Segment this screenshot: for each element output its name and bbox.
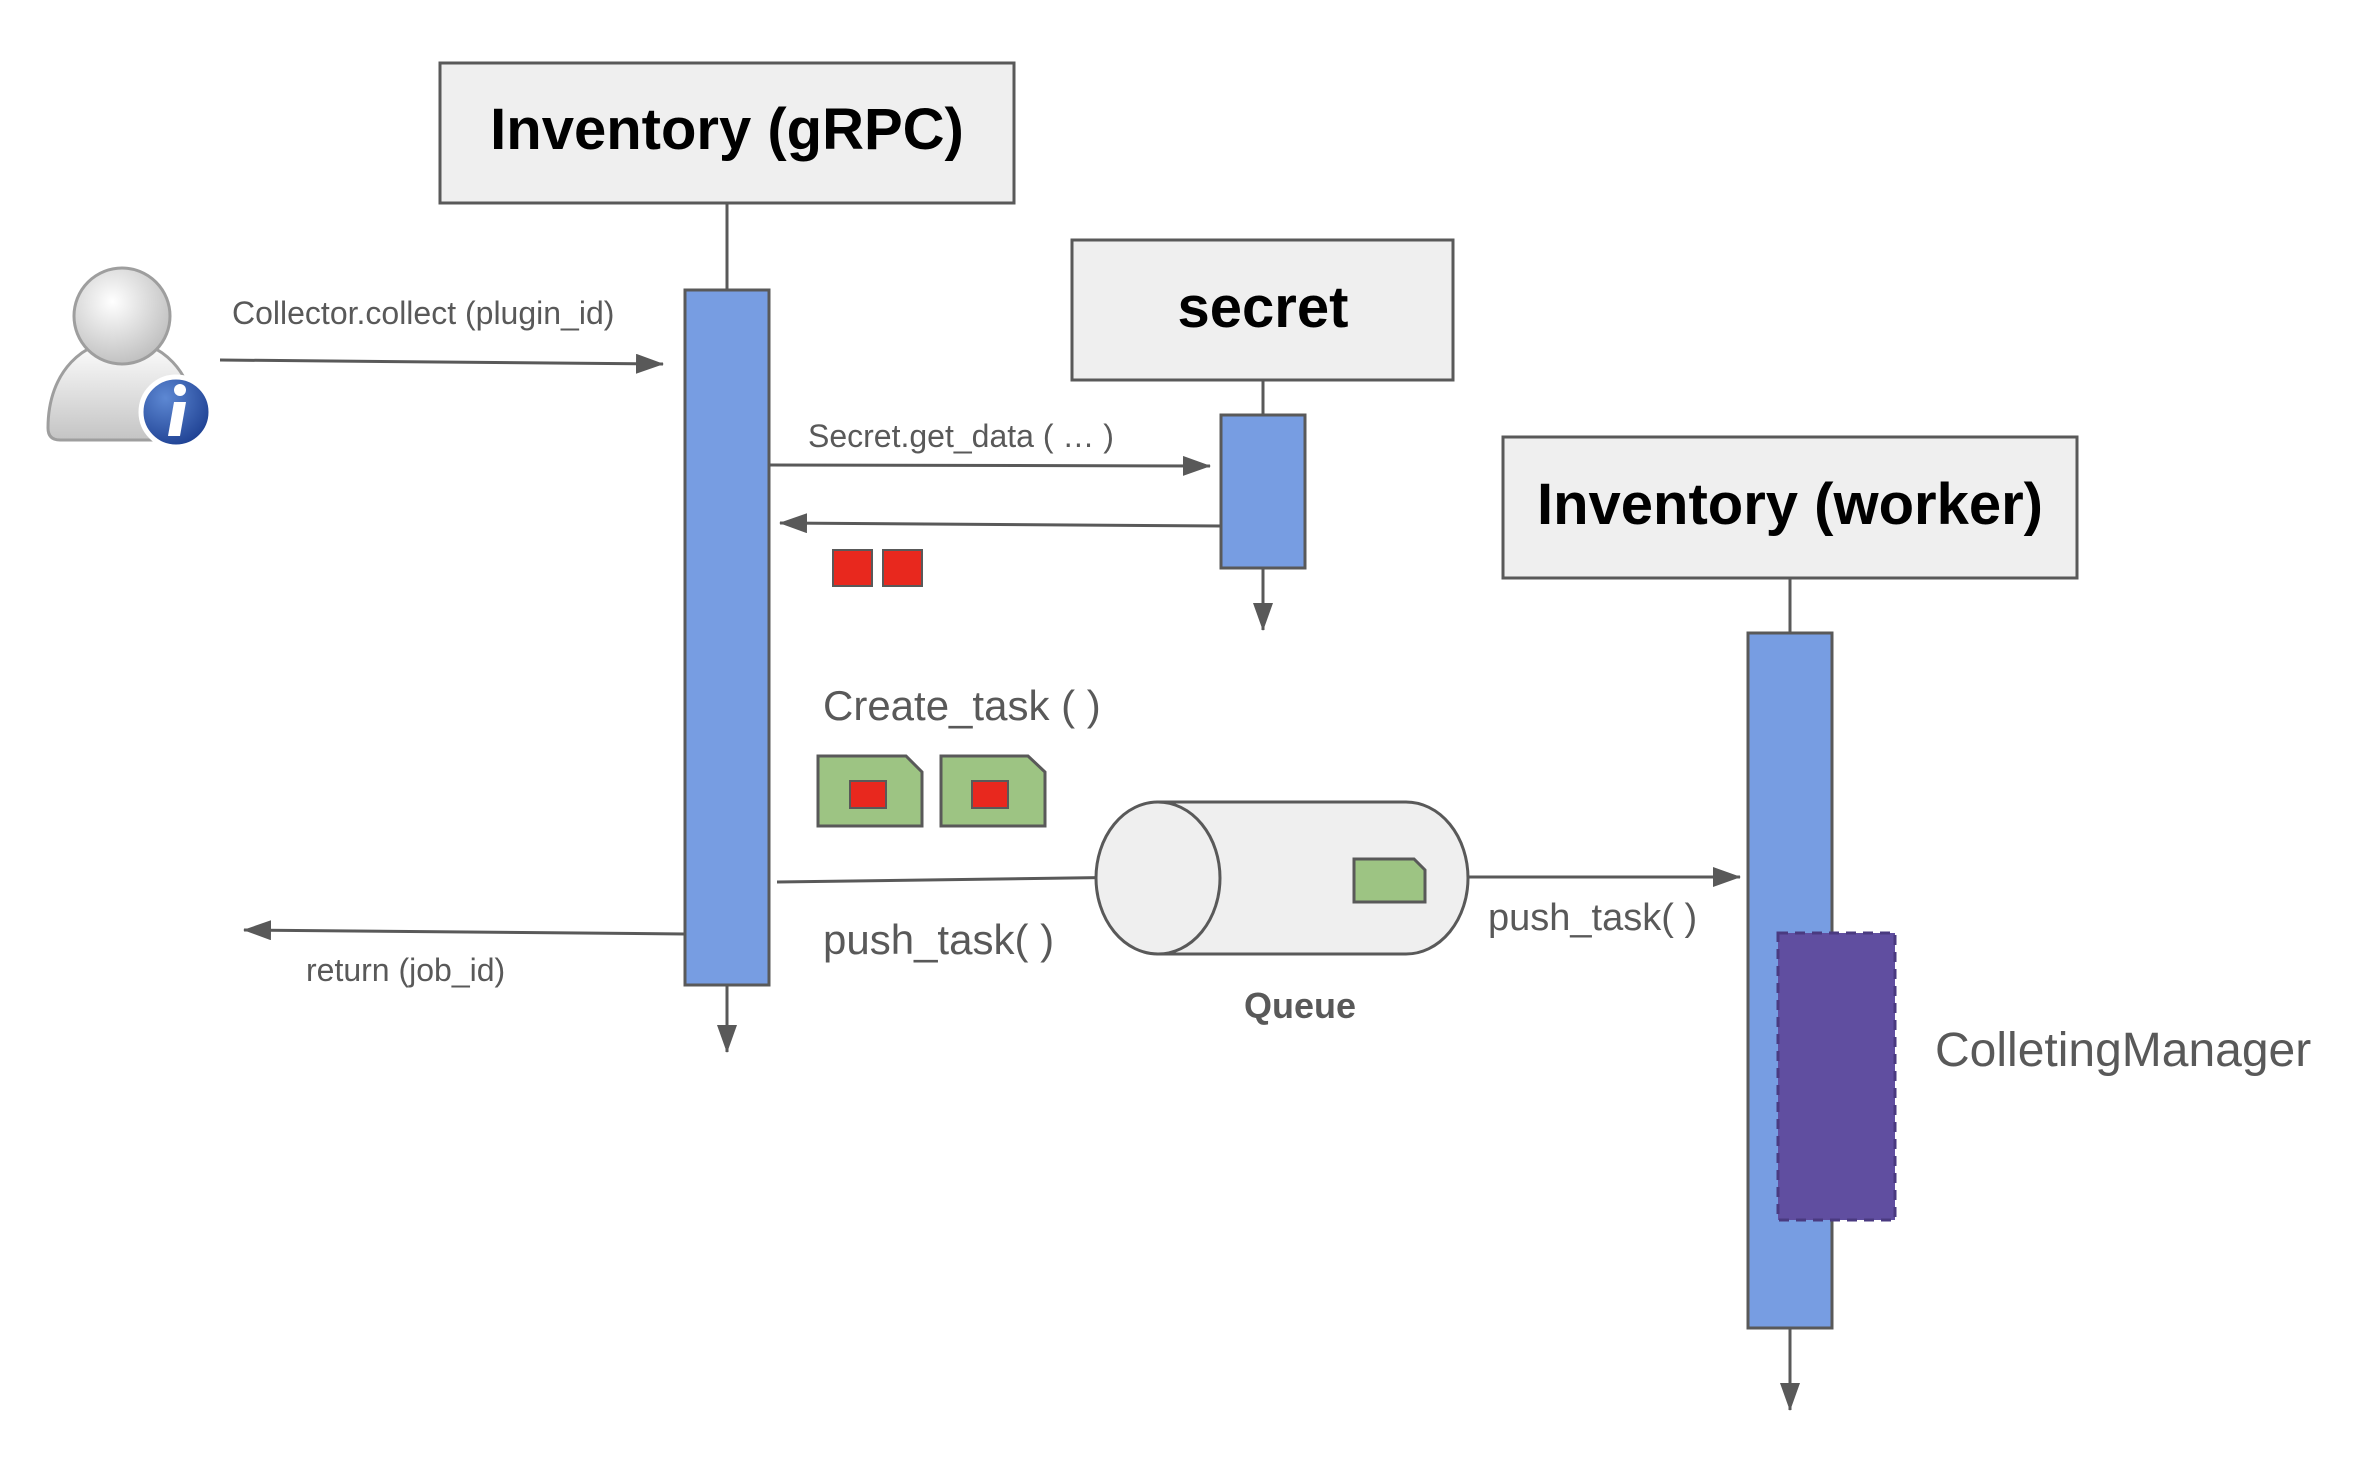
message-return-label: return (job_id) <box>306 952 505 988</box>
queue-cylinder <box>1094 800 1470 956</box>
message-push-task-to-queue-arrow <box>776 867 1143 888</box>
task-card <box>939 754 1047 828</box>
participant-inventory-worker: Inventory (worker) <box>1501 435 2079 580</box>
colleting-manager-block <box>1776 931 1897 1222</box>
participant-secret: secret <box>1070 238 1455 382</box>
user-info-icon <box>46 266 214 450</box>
message-push-task-worker-label: push_task( ) <box>1488 897 1697 939</box>
message-push-task-label: push_task( ) <box>823 916 1054 963</box>
activation-bar-secret <box>1219 413 1307 570</box>
queued-task-card <box>1352 857 1427 904</box>
participant-inventory-worker-title: Inventory (worker) <box>1537 472 2043 537</box>
message-secret-return-arrow <box>779 513 1222 534</box>
activation-bar-grpc <box>683 288 771 987</box>
participant-inventory-grpc: Inventory (gRPC) <box>438 61 1016 205</box>
task-card <box>816 754 924 828</box>
participant-inventory-grpc-title: Inventory (gRPC) <box>490 97 964 162</box>
message-return-arrow <box>243 920 686 941</box>
participant-secret-title: secret <box>1178 275 1349 340</box>
secret-data-tokens <box>832 549 923 587</box>
message-get-data-arrow <box>768 455 1211 476</box>
colleting-manager-label: ColletingManager <box>1935 1024 2311 1077</box>
message-collect-arrow <box>219 353 664 374</box>
message-collect-label: Collector.collect (plugin_id) <box>232 295 614 331</box>
message-create-task-label: Create_task ( ) <box>823 682 1101 729</box>
message-get-data-label: Secret.get_data ( … ) <box>808 418 1114 454</box>
queue-label: Queue <box>1244 985 1356 1026</box>
